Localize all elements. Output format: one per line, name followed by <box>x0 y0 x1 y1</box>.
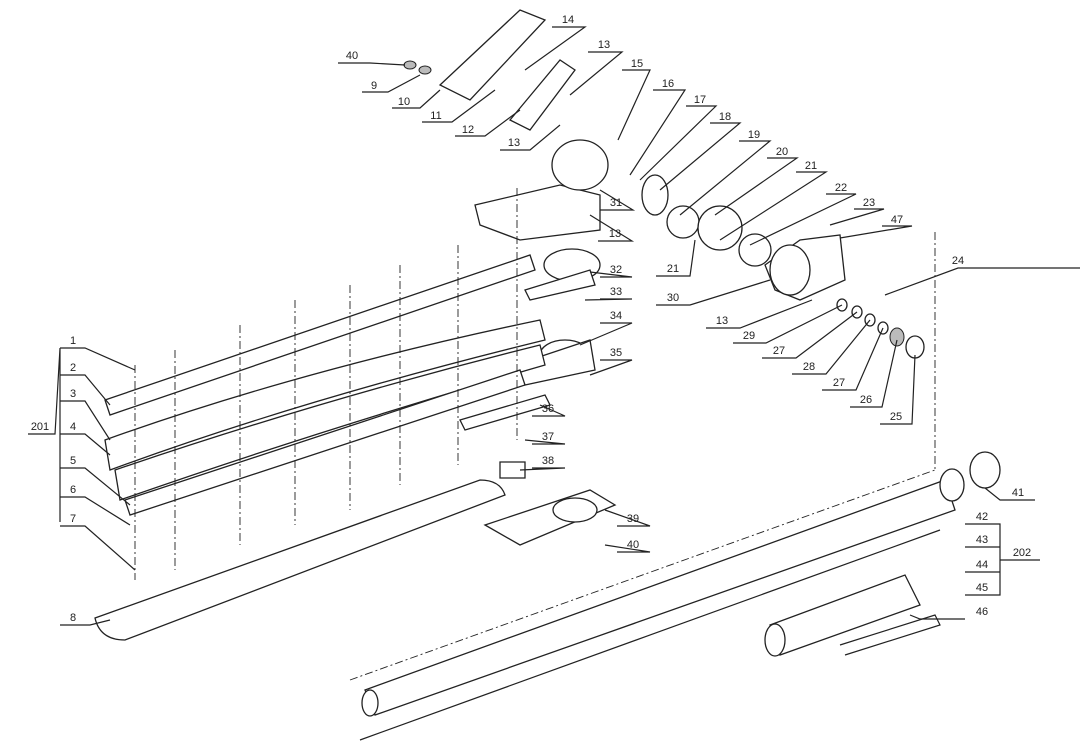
label-12: 12 <box>462 124 474 136</box>
label-30: 30 <box>667 292 679 304</box>
label-25: 25 <box>890 411 902 423</box>
label-38: 38 <box>542 455 554 467</box>
label-32: 32 <box>610 264 622 276</box>
blade-guard <box>94 479 506 641</box>
label-36: 36 <box>542 403 554 415</box>
label-21: 21 <box>805 160 817 172</box>
label-37: 37 <box>542 431 554 443</box>
label-3: 3 <box>70 388 76 400</box>
label-40: 40 <box>346 50 358 62</box>
label-202: 202 <box>1013 547 1031 559</box>
label-29: 29 <box>743 330 755 342</box>
drive-tube <box>349 232 1001 741</box>
label-13: 13 <box>716 315 728 327</box>
washers-nuts <box>836 298 925 359</box>
blades <box>104 254 546 516</box>
label-6: 6 <box>70 484 76 496</box>
part-labels: 40 9 10 11 12 14 13 13 15 16 17 18 19 20… <box>28 14 1080 626</box>
label-21: 21 <box>667 263 679 275</box>
label-13: 13 <box>508 137 520 149</box>
label-28: 28 <box>803 361 815 373</box>
label-22: 22 <box>835 182 847 194</box>
label-34: 34 <box>610 310 622 322</box>
label-35: 35 <box>610 347 622 359</box>
label-20: 20 <box>776 146 788 158</box>
label-5: 5 <box>70 455 76 467</box>
label-13: 13 <box>598 39 610 51</box>
label-33: 33 <box>610 286 622 298</box>
label-16: 16 <box>662 78 674 90</box>
label-1: 1 <box>70 335 76 347</box>
label-13: 13 <box>609 228 621 240</box>
label-7: 7 <box>70 513 76 525</box>
label-47: 47 <box>891 214 903 226</box>
label-27: 27 <box>773 345 785 357</box>
label-8: 8 <box>70 612 76 624</box>
handle-assembly <box>403 9 576 131</box>
label-4: 4 <box>70 421 76 433</box>
label-44: 44 <box>976 559 988 571</box>
label-26: 26 <box>860 394 872 406</box>
label-10: 10 <box>398 96 410 108</box>
label-201: 201 <box>31 421 49 433</box>
label-46: 46 <box>976 606 988 618</box>
label-14: 14 <box>562 14 574 26</box>
label-41: 41 <box>1012 487 1024 499</box>
label-9: 9 <box>371 80 377 92</box>
label-27: 27 <box>833 377 845 389</box>
bolts <box>134 188 518 580</box>
label-23: 23 <box>863 197 875 209</box>
label-31: 31 <box>610 197 622 209</box>
label-42: 42 <box>976 511 988 523</box>
label-24: 24 <box>952 255 964 267</box>
label-17: 17 <box>694 94 706 106</box>
label-40: 40 <box>627 539 639 551</box>
label-2: 2 <box>70 362 76 374</box>
label-19: 19 <box>748 129 760 141</box>
label-39: 39 <box>627 513 639 525</box>
crank-parts <box>459 248 617 546</box>
label-18: 18 <box>719 111 731 123</box>
gear-housing <box>474 139 846 301</box>
label-15: 15 <box>631 58 643 70</box>
label-11: 11 <box>430 110 441 122</box>
label-43: 43 <box>976 534 988 546</box>
label-45: 45 <box>976 582 988 594</box>
